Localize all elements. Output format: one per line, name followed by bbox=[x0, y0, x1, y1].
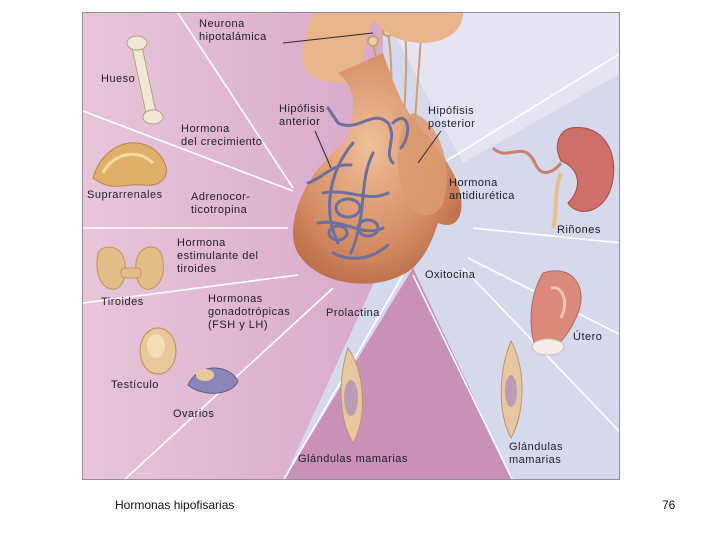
label-prolactin: Prolactina bbox=[326, 307, 380, 319]
breast-drawing-center bbox=[340, 346, 363, 444]
label-thyroid: Tiroides bbox=[101, 296, 144, 308]
adrenal-drawing bbox=[92, 142, 167, 187]
panel-bottom bbox=[284, 268, 513, 479]
label-uterus: Útero bbox=[573, 331, 603, 343]
uterus-drawing bbox=[530, 270, 582, 356]
label-testicle: Testículo bbox=[111, 379, 159, 391]
label-adrenals: Suprarrenales bbox=[87, 189, 163, 201]
breast-drawing-right bbox=[500, 339, 523, 440]
ovary-drawing bbox=[187, 367, 239, 394]
label-oxytocin: Oxitocina bbox=[425, 269, 476, 281]
pituitary-stalk bbox=[302, 13, 463, 83]
label-acth: Adrenocor-ticotropina bbox=[191, 191, 251, 216]
portal-vessels bbox=[306, 106, 410, 260]
thyroid-drawing bbox=[96, 246, 164, 290]
page-number: 76 bbox=[662, 498, 676, 512]
label-bone: Hueso bbox=[101, 73, 136, 85]
label-mammary-center: Glándulas mamarias bbox=[298, 453, 408, 465]
pituitary-posterior-lobe bbox=[397, 113, 447, 216]
figure-caption: Hormonas hipofisarias bbox=[115, 498, 235, 512]
leader-lines bbox=[282, 32, 442, 169]
kidney-drawing bbox=[491, 126, 615, 229]
label-kidneys: Riñones bbox=[557, 224, 601, 236]
panel-top-light bbox=[383, 13, 619, 163]
illustration bbox=[83, 13, 619, 479]
bone-drawing bbox=[126, 35, 164, 125]
label-ovaries: Ovarios bbox=[173, 408, 215, 420]
testicle-drawing bbox=[139, 327, 177, 375]
